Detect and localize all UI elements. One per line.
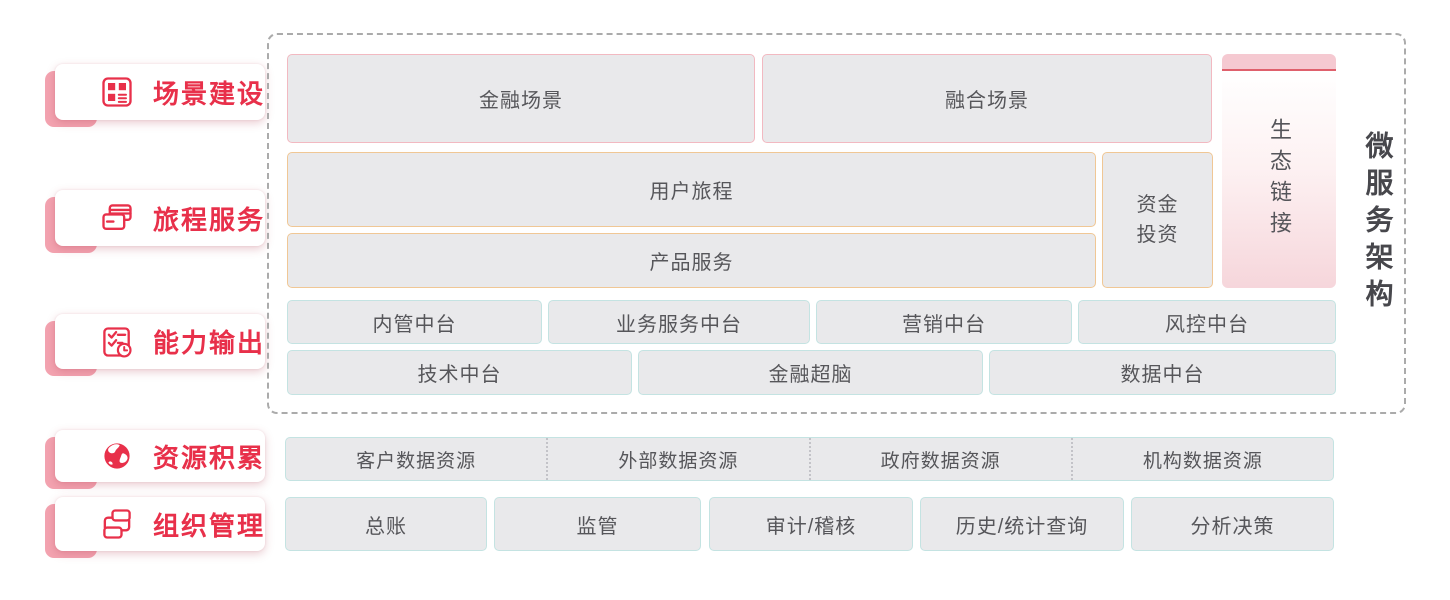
box-data-platform[interactable]: 数据中台	[989, 350, 1336, 395]
sidebar-item-label: 资源积累	[153, 442, 266, 473]
sidebar-card: 组织管理	[55, 497, 265, 551]
box-label: 监管	[576, 515, 619, 538]
segment-label: 机构数据资源	[1142, 450, 1263, 472]
box-label: 数据中台	[1120, 364, 1205, 386]
box-label: 生态链接	[1267, 117, 1292, 242]
sidebar-item-organization-management[interactable]: 组织管理	[45, 497, 265, 558]
sidebar-item-resource-accumulation[interactable]: 资源积累	[45, 430, 265, 489]
data-resources-bar: 客户数据资源 外部数据资源 政府数据资源 机构数据资源	[285, 437, 1334, 481]
journey-cards-icon	[99, 200, 135, 236]
sidebar-item-label: 能力输出	[153, 328, 266, 358]
sidebar-item-scene-building[interactable]: 场景建设	[45, 64, 265, 127]
box-business-service-platform[interactable]: 业务服务中台	[548, 300, 810, 344]
box-fusion-scene[interactable]: 融合场景	[762, 54, 1212, 143]
box-technology-platform[interactable]: 技术中台	[287, 350, 632, 395]
box-label: 融合场景	[945, 90, 1029, 112]
box-label: 总账	[365, 515, 407, 538]
sidebar-card: 资源积累	[55, 430, 265, 482]
box-label: 用户旅程	[649, 181, 734, 203]
layout-grid-icon	[99, 74, 135, 110]
segment-customer-data[interactable]: 客户数据资源	[286, 438, 549, 480]
box-label: 分析决策	[1190, 515, 1275, 538]
globe-icon	[99, 438, 135, 474]
segment-institution-data[interactable]: 机构数据资源	[1073, 438, 1333, 480]
box-label: 技术中台	[417, 364, 502, 386]
microservice-architecture-label: 微服务架构	[1349, 35, 1406, 412]
ecosystem-cap-decoration	[1222, 54, 1336, 69]
sidebar-card: 场景建设	[55, 64, 265, 120]
box-label: 营销中台	[902, 313, 986, 336]
architecture-container: 金融场景 融合场景 用户旅程 产品服务 资金投资 生态链接 内管中台 业务服务中…	[267, 33, 1406, 414]
segment-label: 外部数据资源	[618, 450, 739, 472]
box-analysis-decision[interactable]: 分析决策	[1131, 497, 1334, 551]
box-user-journey[interactable]: 用户旅程	[287, 152, 1096, 227]
sidebar-item-label: 旅程服务	[153, 204, 266, 235]
box-supervision[interactable]: 监管	[494, 497, 701, 551]
box-ecosystem-link[interactable]: 生态链接	[1222, 54, 1336, 288]
segment-label: 政府数据资源	[880, 450, 1001, 472]
box-history-statistics-query[interactable]: 历史/统计查询	[920, 497, 1124, 551]
sidebar-item-journey-service[interactable]: 旅程服务	[45, 190, 265, 253]
sidebar-card: 旅程服务	[55, 190, 265, 246]
sidebar-card: 能力输出	[55, 314, 265, 369]
sidebar-item-label: 场景建设	[153, 78, 266, 109]
box-label: 业务服务中台	[616, 313, 742, 336]
sidebar-item-capability-output[interactable]: 能力输出	[45, 314, 265, 376]
box-financial-scene[interactable]: 金融场景	[287, 54, 755, 143]
box-product-service[interactable]: 产品服务	[287, 233, 1096, 288]
box-internal-mgmt-platform[interactable]: 内管中台	[287, 300, 542, 344]
segment-external-data[interactable]: 外部数据资源	[548, 438, 811, 480]
box-fund-investment[interactable]: 资金投资	[1102, 152, 1213, 288]
box-risk-control-platform[interactable]: 风控中台	[1078, 300, 1336, 344]
box-label: 历史/统计查询	[955, 515, 1089, 538]
checklist-clock-icon	[99, 324, 135, 360]
vertical-title-text: 微服务架构	[1362, 131, 1394, 316]
box-label: 内管中台	[372, 313, 457, 336]
box-label: 金融超脑	[768, 364, 853, 386]
box-label: 审计/稽核	[765, 515, 857, 538]
sidebar-item-label: 组织管理	[153, 510, 266, 541]
box-label: 金融场景	[479, 90, 563, 112]
box-label: 风控中台	[1165, 313, 1249, 336]
box-general-ledger[interactable]: 总账	[285, 497, 487, 551]
ecosystem-body: 生态链接	[1222, 69, 1336, 288]
box-label: 资金投资	[1136, 194, 1179, 246]
segment-label: 客户数据资源	[356, 450, 477, 472]
org-structure-icon	[99, 506, 135, 542]
box-audit[interactable]: 审计/稽核	[709, 497, 913, 551]
box-marketing-platform[interactable]: 营销中台	[816, 300, 1072, 344]
segment-government-data[interactable]: 政府数据资源	[811, 438, 1073, 480]
box-label: 产品服务	[649, 252, 734, 274]
box-financial-superbrain[interactable]: 金融超脑	[638, 350, 983, 395]
